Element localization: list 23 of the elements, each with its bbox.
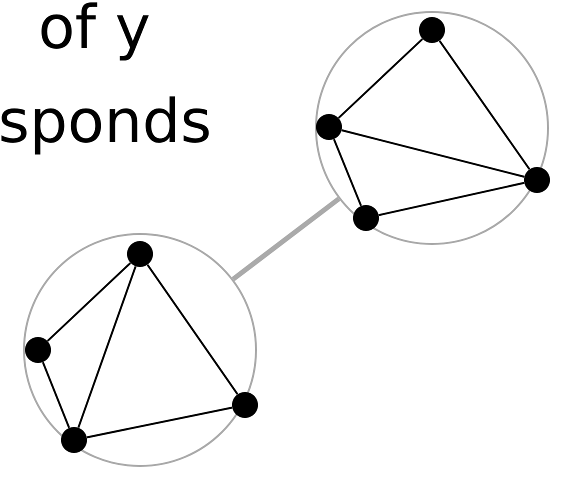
magnifier-circle	[23, 233, 257, 467]
graph-vertex	[419, 17, 445, 43]
graph-edge	[46, 262, 132, 342]
text-fragment: of y	[42, 2, 149, 60]
connector-line	[232, 196, 340, 282]
graph-vertex	[353, 205, 379, 231]
graph-vertex	[61, 427, 87, 453]
graph-edge	[146, 264, 238, 395]
graph-vertex	[232, 392, 258, 418]
graph-vertex	[524, 167, 550, 193]
graph-edge	[77, 266, 137, 428]
graph-vertex	[25, 337, 51, 363]
graph-edge	[42, 362, 70, 428]
text-fragment: sponds	[1, 96, 209, 154]
graph-vertex	[127, 241, 153, 267]
graph-edge	[438, 40, 530, 170]
graph-edge	[333, 138, 362, 206]
graph-vertex	[316, 114, 342, 140]
graph-edge	[342, 129, 524, 178]
graph-edge	[86, 406, 232, 438]
graph-edge	[338, 38, 424, 119]
magnifier-circle	[315, 11, 549, 245]
graph-edge	[378, 182, 524, 216]
